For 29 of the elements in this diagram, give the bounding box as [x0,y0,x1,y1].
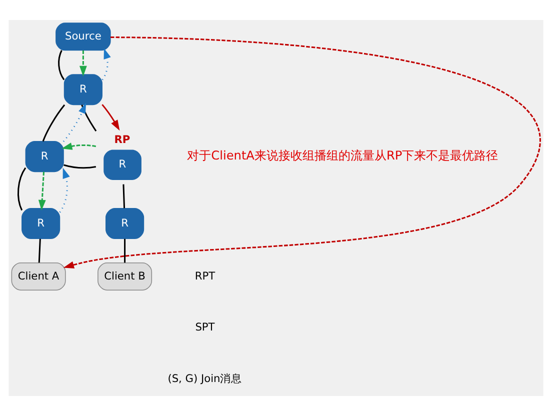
node-box: Source [56,22,111,50]
arrow [59,167,70,212]
node-box: R [22,208,60,239]
node-box: Client A [11,262,66,290]
arrow [79,50,87,76]
node-box: R [106,208,144,239]
node-label: RP [114,134,130,146]
arrow [38,171,46,210]
legend-label: (S, G) Join消息 [168,372,242,385]
legend-label: SPT [195,321,215,334]
connector [42,104,66,142]
arrow [102,104,120,130]
arrow [62,102,86,142]
node-box: Client B [98,262,152,290]
node-box: R [64,74,102,105]
connector [122,184,126,208]
connector [58,50,65,80]
node-box: R [25,140,64,172]
connector [38,238,41,262]
arrow [102,48,111,80]
connector [81,104,97,131]
arrow [63,36,540,268]
node-box: R [104,149,142,180]
connector [17,166,26,210]
label: 对于ClientA来说接收组播组的流量从RP下来不是最优路径 [187,148,498,162]
legend-label: RPT [194,270,216,282]
connector [124,238,126,262]
arrow [62,142,96,150]
connector [64,164,96,168]
